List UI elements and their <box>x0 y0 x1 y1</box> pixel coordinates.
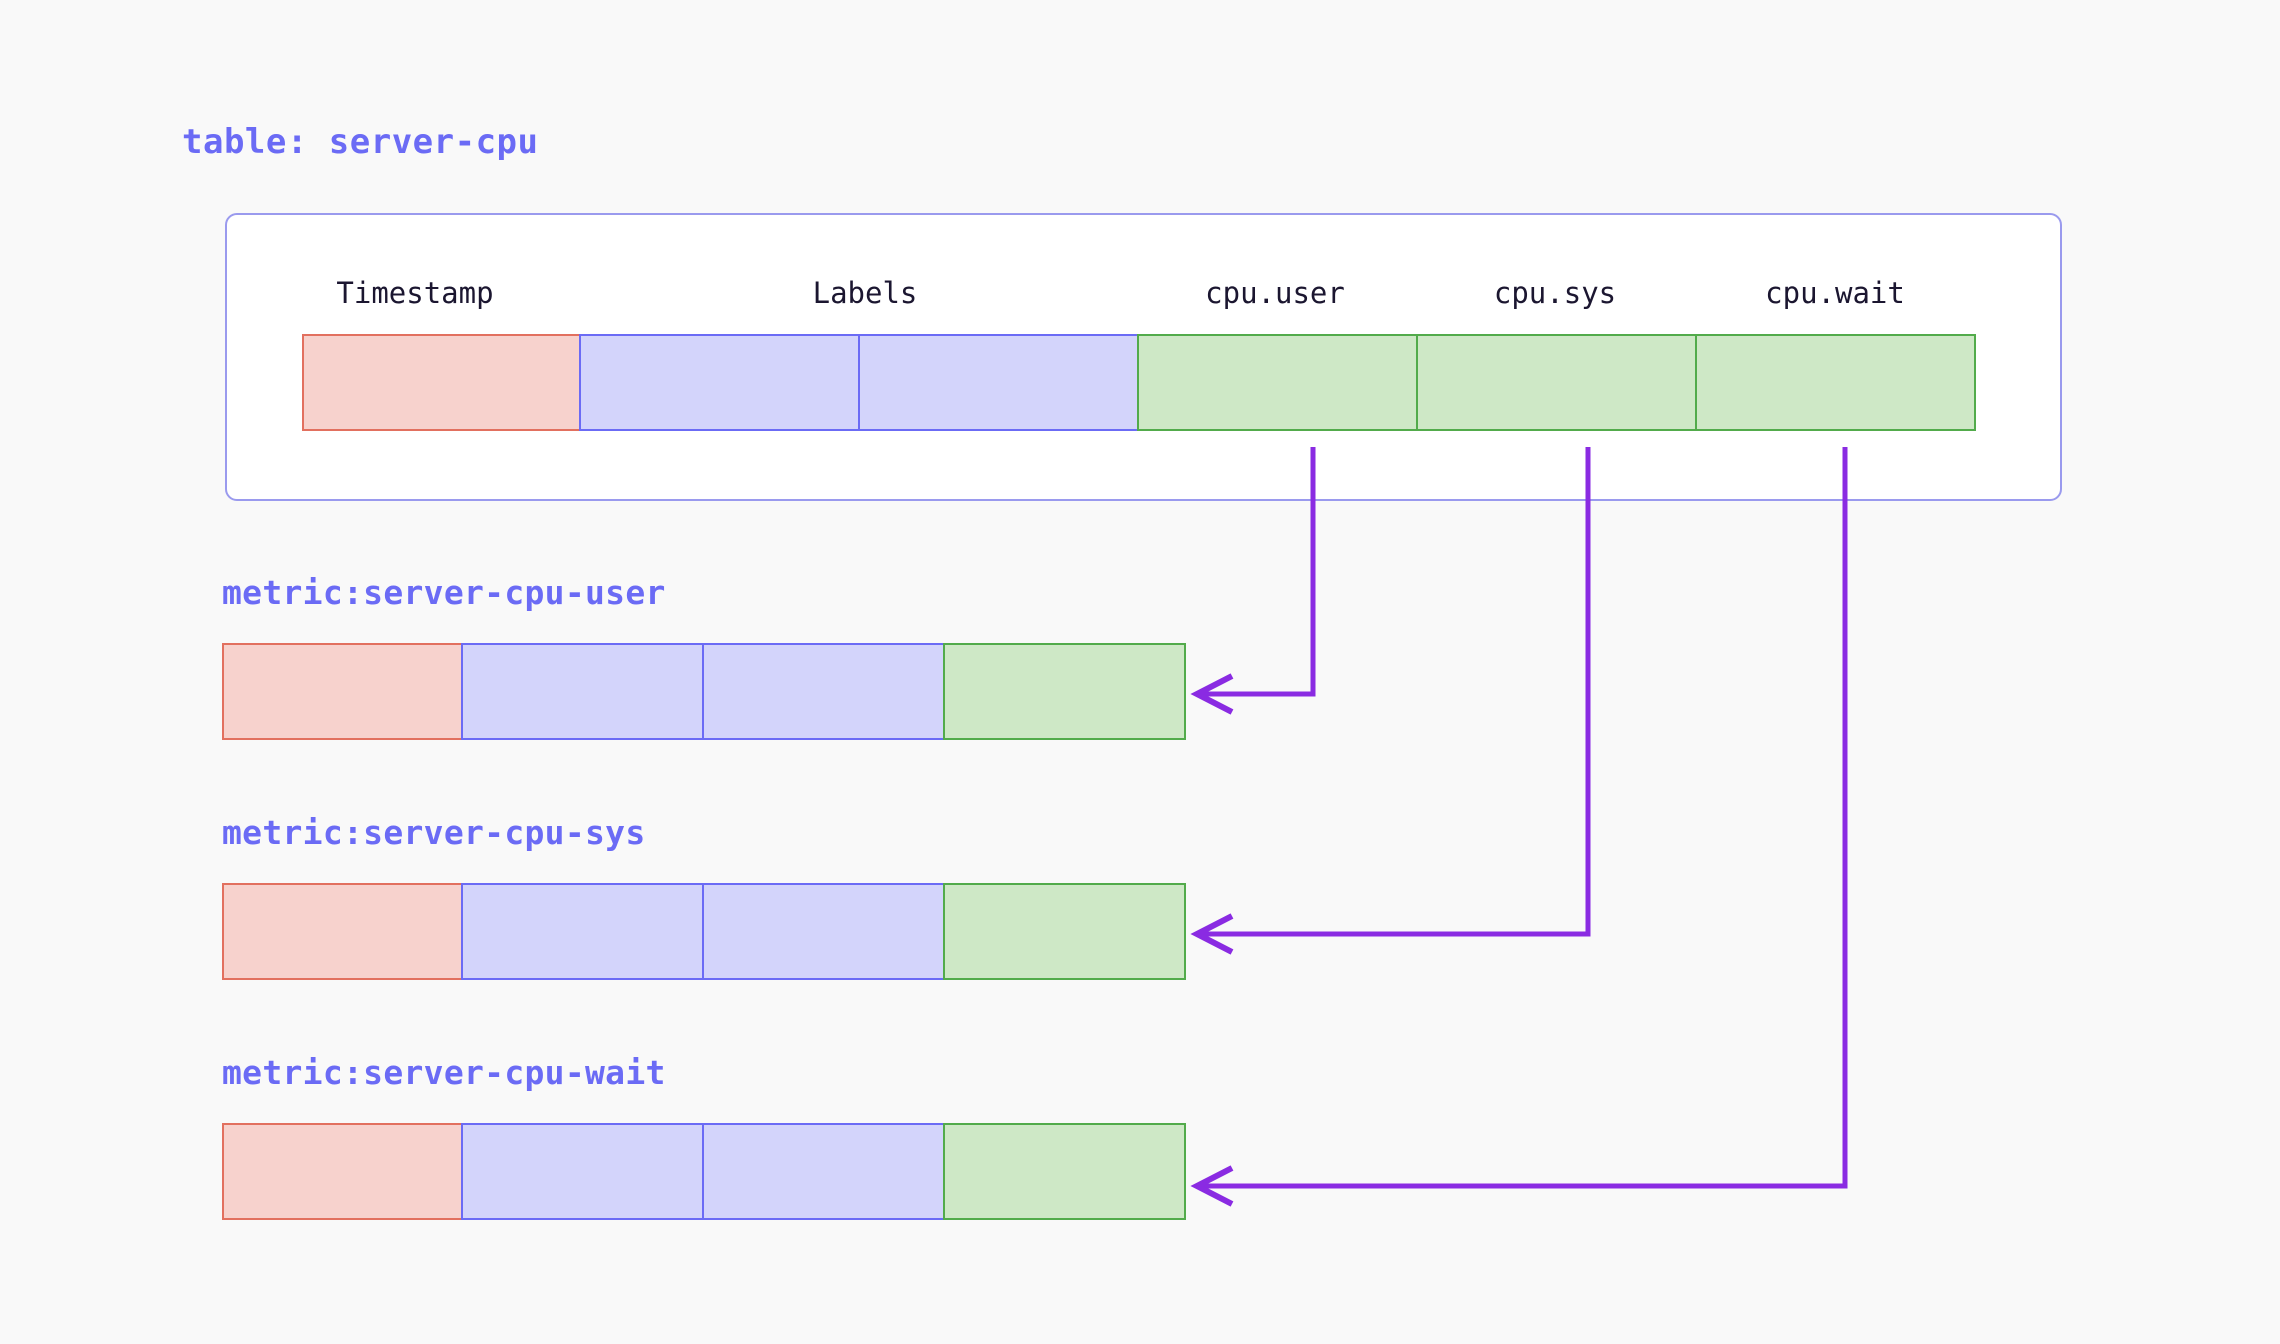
table-cell-label-1 <box>579 334 860 431</box>
table-cell-cpu-sys <box>1416 334 1697 431</box>
column-header-labels: Labels <box>812 276 918 310</box>
arrow-cpu-wait <box>1190 447 1848 1207</box>
metric-cell-value <box>943 643 1186 740</box>
metric-title-user: metric:server-cpu-user <box>222 573 666 612</box>
metric-row-user <box>222 643 1186 740</box>
metric-cell-label-1 <box>461 643 704 740</box>
metric-title-sys: metric:server-cpu-sys <box>222 813 646 852</box>
column-header-cpu-sys: cpu.sys <box>1493 276 1617 310</box>
metric-cell-label-2 <box>702 1123 945 1220</box>
metric-cell-label-1 <box>461 883 704 980</box>
metric-cell-timestamp <box>222 643 463 740</box>
table-cell-label-2 <box>858 334 1139 431</box>
table-row <box>302 334 1976 431</box>
metric-row-sys <box>222 883 1186 980</box>
table-cell-timestamp <box>302 334 581 431</box>
arrow-cpu-sys <box>1190 447 1591 955</box>
metric-cell-timestamp <box>222 1123 463 1220</box>
metric-cell-label-1 <box>461 1123 704 1220</box>
metric-cell-timestamp <box>222 883 463 980</box>
metric-row-wait <box>222 1123 1186 1220</box>
metric-cell-label-2 <box>702 643 945 740</box>
column-header-cpu-user: cpu.user <box>1205 276 1345 310</box>
table-title: table: server-cpu <box>182 122 539 162</box>
column-header-cpu-wait: cpu.wait <box>1765 276 1905 310</box>
metric-cell-value <box>943 883 1186 980</box>
metric-cell-value <box>943 1123 1186 1220</box>
column-header-timestamp: Timestamp <box>336 276 494 310</box>
table-cell-cpu-user <box>1137 334 1418 431</box>
metric-title-wait: metric:server-cpu-wait <box>222 1053 666 1092</box>
table-cell-cpu-wait <box>1695 334 1976 431</box>
metric-cell-label-2 <box>702 883 945 980</box>
